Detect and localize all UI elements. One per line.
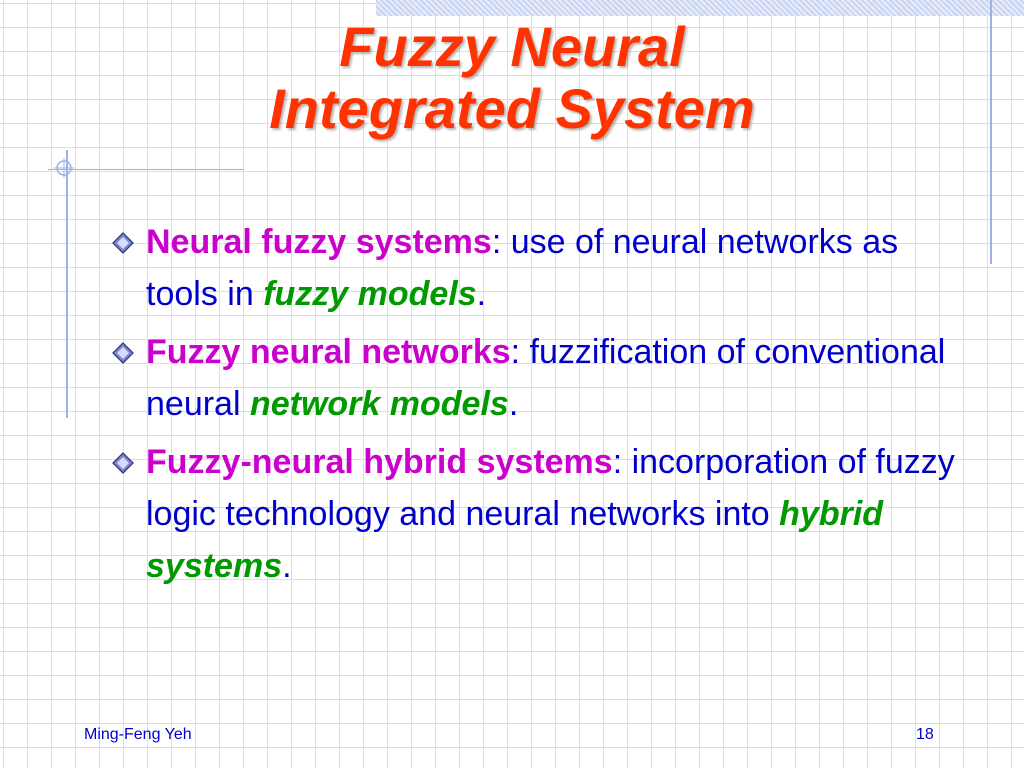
corner-ornament-icon bbox=[54, 158, 74, 178]
title-line-2: Integrated System bbox=[269, 77, 755, 140]
horizontal-decorative-line bbox=[48, 169, 244, 170]
slide-title: Fuzzy Neural Integrated System bbox=[0, 16, 1024, 140]
left-decorative-line bbox=[66, 150, 68, 418]
bullet-list: Neural fuzzy systems: use of neural netw… bbox=[108, 216, 968, 598]
bullet-end: . bbox=[476, 275, 487, 313]
bullet-end: . bbox=[282, 547, 292, 585]
bullet-emphasis: hybrid systems bbox=[146, 495, 884, 585]
bullet-emphasis: network models bbox=[249, 385, 509, 423]
title-line-1: Fuzzy Neural bbox=[339, 15, 685, 78]
bullet-item: Fuzzy-neural hybrid systems: incorporati… bbox=[108, 436, 968, 592]
bullet-text: : fuzzification of conventional neural bbox=[146, 333, 946, 423]
top-decorative-band bbox=[376, 0, 1024, 16]
bullet-emphasis: fuzzy models bbox=[263, 275, 477, 313]
bullet-item: Neural fuzzy systems: use of neural netw… bbox=[108, 216, 968, 320]
footer-page-number: 18 bbox=[916, 726, 934, 743]
diamond-bullet-icon bbox=[112, 342, 134, 364]
bullet-item: Fuzzy neural networks: fuzzification of … bbox=[108, 326, 968, 430]
bullet-end: . bbox=[508, 385, 519, 423]
bullet-text: : incorporation of fuzzy logic technolog… bbox=[146, 443, 955, 533]
bullet-term: Neural fuzzy systems bbox=[146, 223, 492, 261]
bullet-term: Fuzzy neural networks bbox=[146, 333, 511, 371]
footer-author: Ming-Feng Yeh bbox=[84, 726, 192, 743]
diamond-bullet-icon bbox=[112, 452, 134, 474]
diamond-bullet-icon bbox=[112, 232, 134, 254]
bullet-term: Fuzzy-neural hybrid systems bbox=[146, 443, 613, 481]
bullet-text: : use of neural networks as tools in bbox=[146, 223, 899, 313]
right-decorative-line bbox=[990, 0, 992, 264]
